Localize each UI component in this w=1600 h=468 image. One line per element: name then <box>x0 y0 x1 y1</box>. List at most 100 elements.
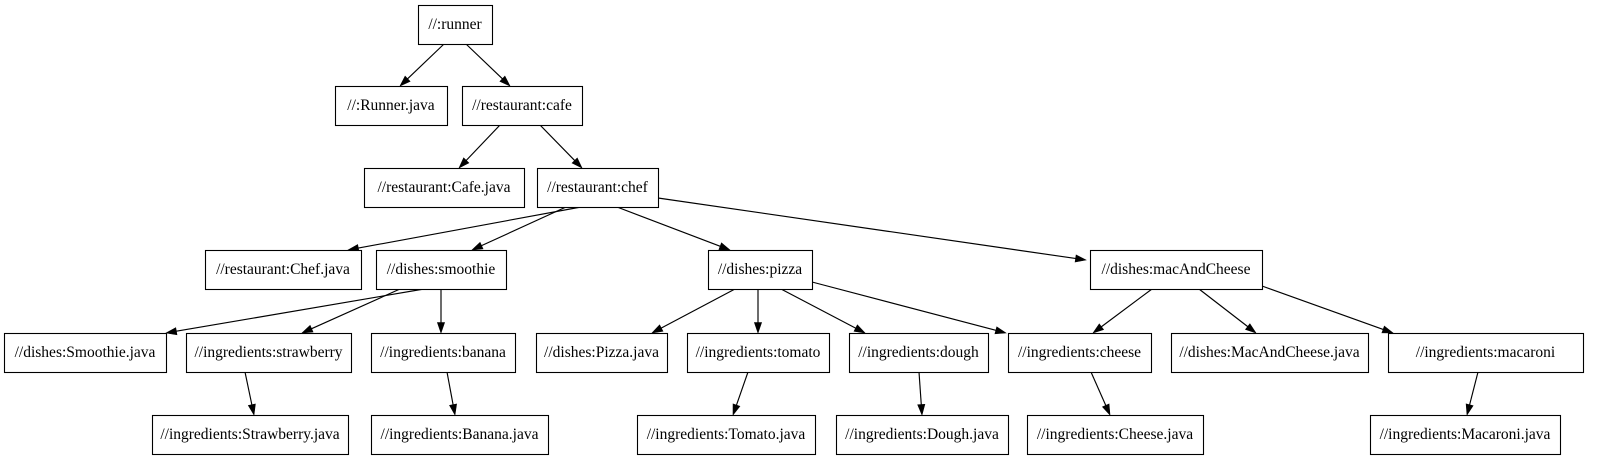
arrowhead <box>399 75 411 87</box>
graph-node-runner[interactable]: //:runner <box>417 4 494 46</box>
node-label: //restaurant:Chef.java <box>216 261 350 278</box>
node-label: //restaurant:chef <box>547 179 649 196</box>
graph-node-chef_java[interactable]: //restaurant:Chef.java <box>204 249 363 291</box>
arrowhead <box>718 242 731 251</box>
node-box[interactable] <box>151 414 350 456</box>
node-label: //restaurant:cafe <box>472 97 572 114</box>
arrowhead <box>458 157 470 169</box>
node-box[interactable] <box>370 332 517 374</box>
graph-node-dishes_macandchee[interactable]: //dishes:macAndCheese <box>1089 249 1264 291</box>
graph-node-pizza_java[interactable]: //dishes:Pizza.java <box>535 332 669 374</box>
node-label: //ingredients:dough <box>858 344 979 361</box>
graph-edge <box>301 288 401 334</box>
graph-edge <box>539 124 583 169</box>
node-label: //dishes:Pizza.java <box>544 344 659 361</box>
graph-node-dishes_smoothie[interactable]: //dishes:smoothie <box>375 249 508 291</box>
graph-node-ing_macaroni[interactable]: //ingredients:macaroni <box>1387 332 1585 374</box>
node-box[interactable] <box>636 414 817 456</box>
node-box[interactable] <box>334 85 449 127</box>
node-box[interactable] <box>204 249 363 291</box>
graph-edge <box>165 288 425 336</box>
node-label: //restaurant:Cafe.java <box>378 179 511 196</box>
node-box[interactable] <box>686 332 831 374</box>
graph-edge <box>657 197 1087 263</box>
graph-node-cafe_java[interactable]: //restaurant:Cafe.java <box>363 167 526 209</box>
graph-node-macandcheese_java[interactable]: //dishes:MacAndCheese.java <box>1170 332 1370 374</box>
graph-edge <box>446 371 457 416</box>
arrowhead <box>499 75 511 87</box>
graph-node-banana_java[interactable]: //ingredients:Banana.java <box>370 414 550 456</box>
graph-node-cheese_java[interactable]: //ingredients:Cheese.java <box>1026 414 1205 456</box>
graph-edge <box>811 281 1007 335</box>
graph-node-ing_tomato[interactable]: //ingredients:tomato <box>686 332 831 374</box>
arrowhead <box>1074 254 1087 263</box>
arrowhead <box>1381 325 1394 334</box>
node-label: //ingredients:cheese <box>1018 344 1141 361</box>
graph-edge <box>1261 285 1394 334</box>
node-box[interactable] <box>417 4 494 46</box>
graph-node-smoothie_java[interactable]: //dishes:Smoothie.java <box>3 332 168 374</box>
arrowhead <box>853 324 866 334</box>
graph-edge <box>399 43 445 87</box>
graph-node-strawberry_java[interactable]: //ingredients:Strawberry.java <box>151 414 350 456</box>
node-box[interactable] <box>536 167 660 209</box>
arrowhead <box>994 326 1007 335</box>
node-label: //ingredients:Strawberry.java <box>160 426 339 443</box>
graph-node-restaurant_chef[interactable]: //restaurant:chef <box>536 167 660 209</box>
graph-node-ing_dough[interactable]: //ingredients:dough <box>848 332 990 374</box>
graph-edge <box>436 289 446 334</box>
arrowhead <box>651 324 664 334</box>
node-box[interactable] <box>1007 332 1153 374</box>
node-label: //dishes:pizza <box>718 261 802 278</box>
node-box[interactable] <box>185 332 353 374</box>
graph-edge <box>465 43 511 87</box>
graph-node-dough_java[interactable]: //ingredients:Dough.java <box>835 414 1010 456</box>
node-label: //:Runner.java <box>347 97 435 114</box>
graph-edge <box>1090 371 1111 416</box>
graph-edge <box>616 206 731 251</box>
graph-node-ing_banana[interactable]: //ingredients:banana <box>370 332 517 374</box>
nodes-layer: //:runner //:Runner.java //restaurant:cafe… <box>3 4 1585 456</box>
node-box[interactable] <box>461 85 584 127</box>
graph-node-restaurant_cafe[interactable]: //restaurant:cafe <box>461 85 584 127</box>
node-box[interactable] <box>707 249 814 291</box>
node-label: //ingredients:Cheese.java <box>1037 426 1193 443</box>
node-box[interactable] <box>3 332 168 374</box>
graph-node-runner_java[interactable]: //:Runner.java <box>334 85 449 127</box>
arrowhead <box>1465 403 1474 416</box>
graph-edge <box>753 289 763 334</box>
node-label: //ingredients:banana <box>380 344 506 361</box>
arrowhead <box>301 324 314 334</box>
edges-layer <box>165 43 1479 416</box>
node-label: //ingredients:macaroni <box>1416 344 1556 361</box>
node-box[interactable] <box>1089 249 1264 291</box>
node-box[interactable] <box>370 414 550 456</box>
node-box[interactable] <box>1369 414 1562 456</box>
node-box[interactable] <box>835 414 1010 456</box>
node-label: //dishes:macAndCheese <box>1102 261 1251 278</box>
node-box[interactable] <box>363 167 526 209</box>
node-box[interactable] <box>848 332 990 374</box>
arrowhead <box>1101 403 1111 416</box>
graph-node-ing_strawberry[interactable]: //ingredients:strawberry <box>185 332 353 374</box>
arrowhead <box>471 241 484 251</box>
node-label: //ingredients:Banana.java <box>381 426 539 443</box>
node-label: //ingredients:Tomato.java <box>647 426 806 443</box>
graph-node-ing_cheese[interactable]: //ingredients:cheese <box>1007 332 1153 374</box>
node-box[interactable] <box>535 332 669 374</box>
node-label: //:runner <box>428 16 482 33</box>
graph-edge <box>780 288 866 334</box>
node-box[interactable] <box>375 249 508 291</box>
node-box[interactable] <box>1170 332 1370 374</box>
graph-node-macaroni_java[interactable]: //ingredients:Macaroni.java <box>1369 414 1562 456</box>
arrowhead <box>753 322 763 334</box>
node-box[interactable] <box>1026 414 1205 456</box>
graph-node-dishes_pizza[interactable]: //dishes:pizza <box>707 249 814 291</box>
arrowhead <box>917 403 926 416</box>
node-box[interactable] <box>1387 332 1585 374</box>
graph-node-tomato_java[interactable]: //ingredients:Tomato.java <box>636 414 817 456</box>
graph-edge <box>732 371 749 416</box>
graph-edge <box>1198 288 1257 334</box>
graph-edge <box>458 124 501 169</box>
